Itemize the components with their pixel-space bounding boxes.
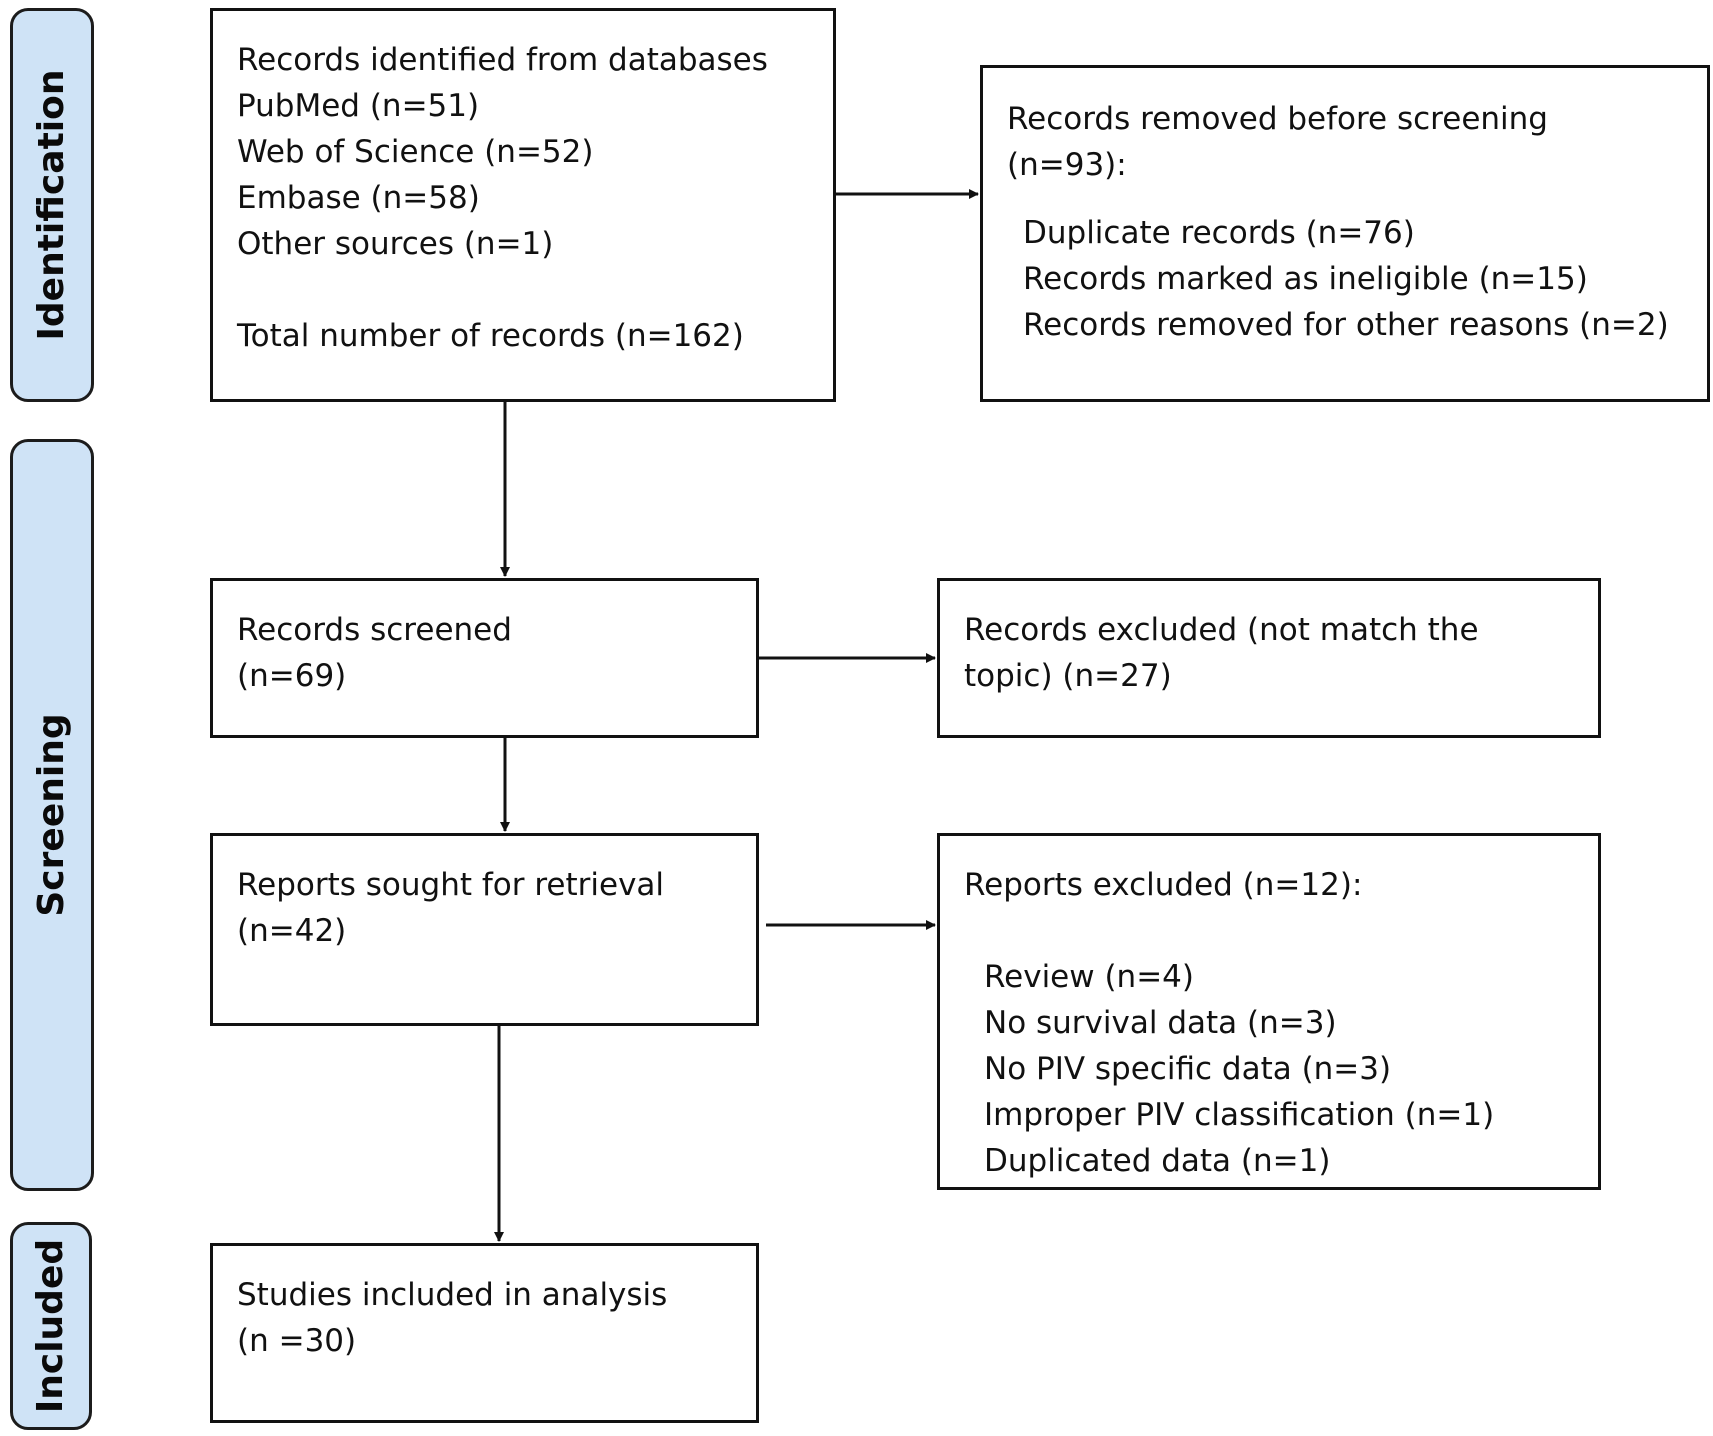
identification-box: Records identified from databases PubMed…: [210, 8, 836, 402]
stage-screening: Screening: [10, 439, 94, 1191]
excluded-heading: Records excluded (not match the: [964, 612, 1479, 648]
stage-identification: Identification: [10, 8, 94, 402]
removed-box: Records removed before screening (n=93):…: [980, 65, 1710, 402]
identification-other: Other sources (n=1): [237, 226, 554, 262]
stage-included: Included: [10, 1222, 92, 1430]
reports-excluded-survival: No survival data (n=3): [984, 1005, 1337, 1041]
removed-duplicates: Duplicate records (n=76): [1023, 215, 1415, 251]
identification-heading: Records identified from databases: [237, 42, 768, 78]
retrieval-count: (n=42): [237, 913, 347, 949]
excluded-box: Records excluded (not match the topic) (…: [937, 578, 1601, 738]
screened-heading: Records screened: [237, 612, 512, 648]
reports-excluded-box: Reports excluded (n=12): Review (n=4) No…: [937, 833, 1601, 1190]
screened-box: Records screened (n=69): [210, 578, 759, 738]
reports-excluded-duplicated: Duplicated data (n=1): [984, 1143, 1331, 1179]
reports-excluded-heading: Reports excluded (n=12):: [964, 867, 1363, 903]
removed-ineligible: Records marked as ineligible (n=15): [1023, 261, 1588, 297]
excluded-count: topic) (n=27): [964, 658, 1172, 694]
identification-total: Total number of records (n=162): [237, 318, 744, 354]
removed-other: Records removed for other reasons (n=2): [1023, 307, 1669, 343]
screened-count: (n=69): [237, 658, 347, 694]
removed-heading: Records removed before screening: [1007, 101, 1548, 137]
reports-excluded-piv-data: No PIV specific data (n=3): [984, 1051, 1392, 1087]
included-count: (n =30): [237, 1323, 357, 1359]
retrieval-box: Reports sought for retrieval (n=42): [210, 833, 759, 1026]
identification-wos: Web of Science (n=52): [237, 134, 594, 170]
identification-pubmed: PubMed (n=51): [237, 88, 480, 124]
identification-embase: Embase (n=58): [237, 180, 480, 216]
included-box: Studies included in analysis (n =30): [210, 1243, 759, 1423]
included-heading: Studies included in analysis: [237, 1277, 668, 1313]
removed-total: (n=93):: [1007, 147, 1127, 183]
retrieval-heading: Reports sought for retrieval: [237, 867, 665, 903]
reports-excluded-review: Review (n=4): [984, 959, 1194, 995]
reports-excluded-classification: Improper PIV classification (n=1): [984, 1097, 1495, 1133]
